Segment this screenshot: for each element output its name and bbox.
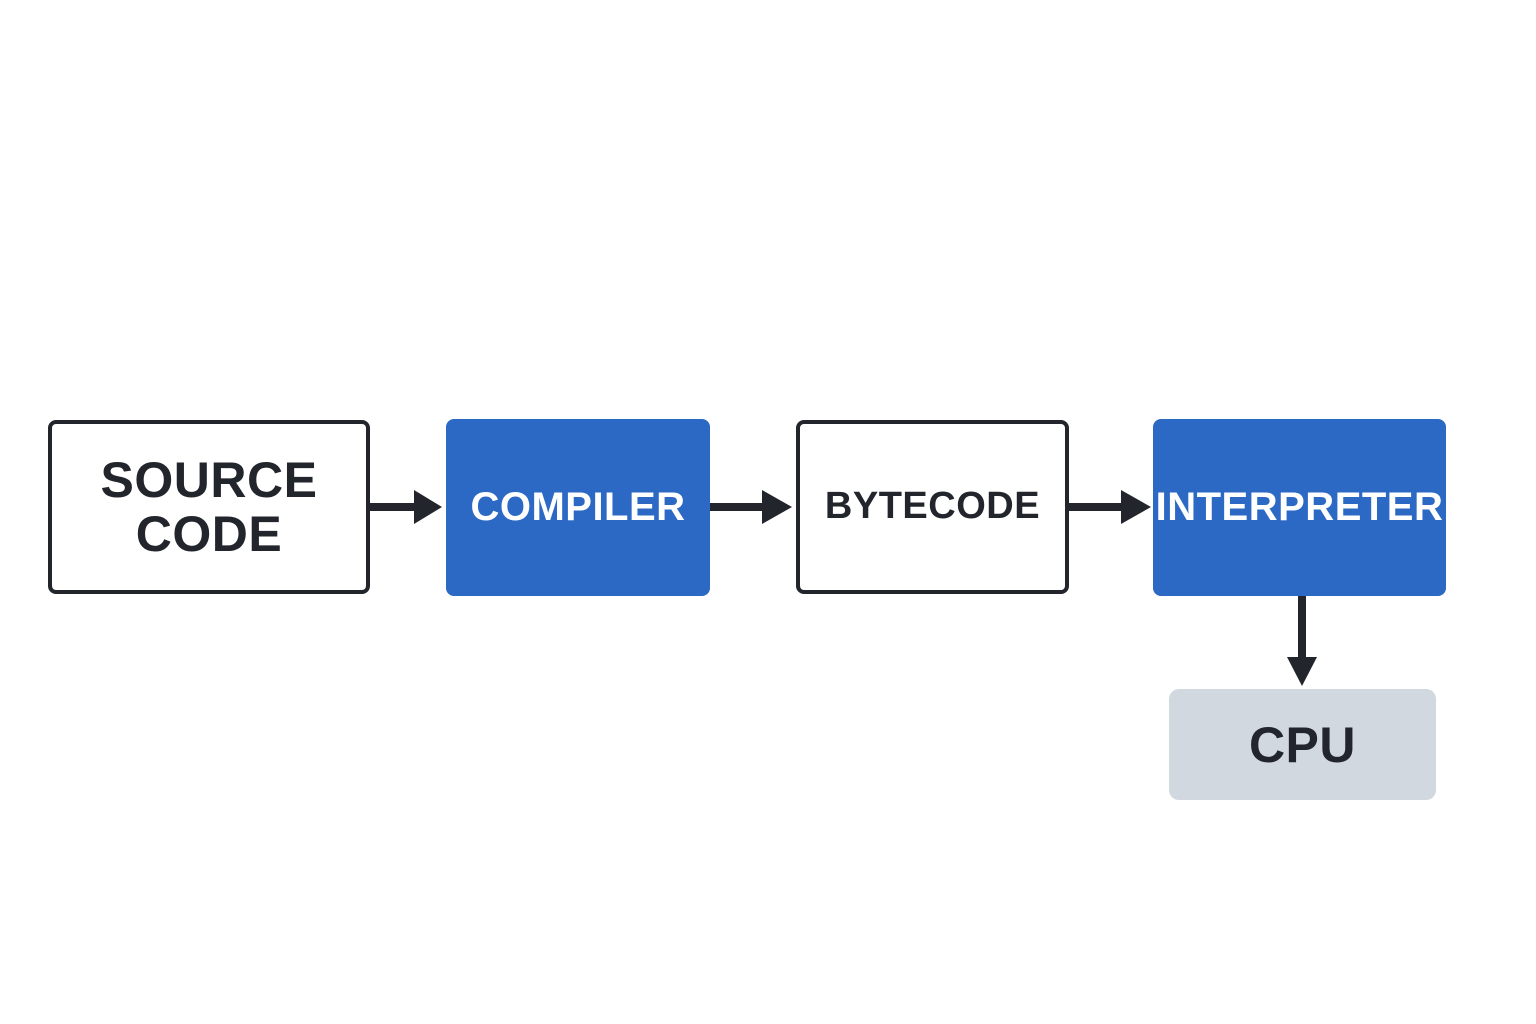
source-code-label: SOURCE CODE — [100, 452, 318, 562]
arrow-head — [1287, 657, 1317, 686]
interpreter-box: INTERPRETER — [1153, 419, 1446, 596]
interpreter-label: INTERPRETER — [1155, 484, 1444, 529]
arrow-head — [762, 490, 792, 524]
arrow-shaft — [1298, 596, 1306, 660]
compiler-box: COMPILER — [446, 419, 710, 596]
edge-compiler-to-bytecode — [710, 490, 792, 524]
bytecode-box: BYTECODE — [796, 420, 1069, 594]
edge-bytecode-to-interpreter — [1069, 490, 1151, 524]
arrow-head — [1121, 490, 1151, 524]
source-code-box: SOURCE CODE — [48, 420, 370, 594]
arrow-shaft — [1069, 503, 1125, 511]
compiler-label: COMPILER — [470, 484, 686, 529]
arrow-shaft — [710, 503, 766, 511]
cpu-label: CPU — [1248, 716, 1357, 773]
cpu-box: CPU — [1169, 689, 1436, 800]
edge-source-to-compiler — [370, 490, 442, 524]
bytecode-label: BYTECODE — [824, 485, 1041, 528]
edge-interpreter-to-cpu — [1287, 596, 1317, 686]
arrow-shaft — [370, 503, 418, 511]
arrow-head — [414, 490, 442, 524]
